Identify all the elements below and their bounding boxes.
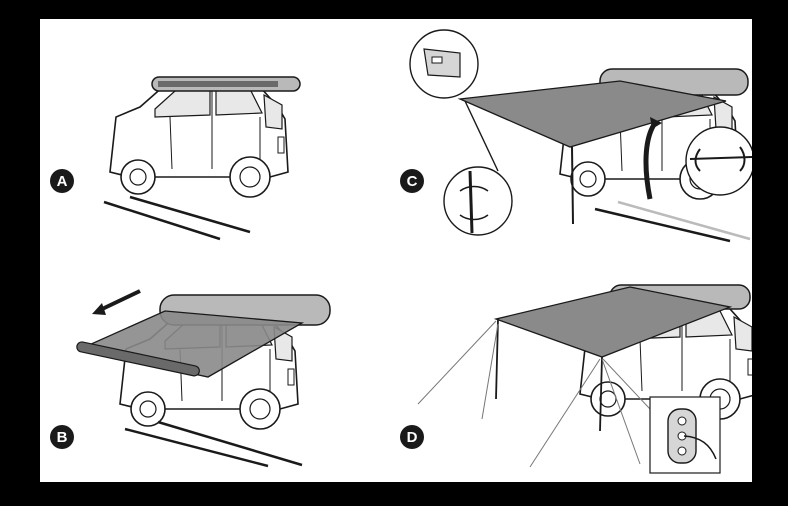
step-badge-c: C	[400, 169, 424, 193]
instruction-panel: A B C D	[40, 19, 752, 482]
step-badge-b: B	[50, 425, 74, 449]
instruction-illustrations	[40, 19, 752, 482]
detail-hook-circle	[686, 127, 752, 195]
step-d-illustration	[418, 285, 752, 473]
detail-pole-clamp-circle	[444, 167, 512, 235]
step-a-illustration	[104, 77, 300, 239]
detail-stake-plate	[650, 397, 720, 473]
pole-c	[572, 147, 573, 224]
step-c-illustration	[410, 30, 752, 241]
step-badge-d: D	[400, 425, 424, 449]
step-badge-a: A	[50, 169, 74, 193]
pole-a2	[130, 197, 250, 232]
step-b-illustration	[76, 291, 330, 466]
pull-arrow-icon	[98, 291, 140, 311]
detail-bracket-circle	[410, 30, 478, 98]
car-a	[110, 82, 288, 197]
